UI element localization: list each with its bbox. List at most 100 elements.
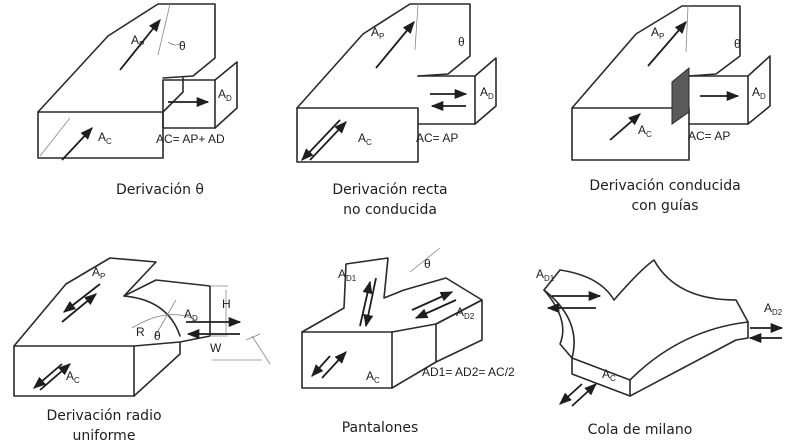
main-duct-top-face bbox=[37, 3, 216, 113]
main-duct-top-face bbox=[301, 257, 483, 333]
label-ad1: AD1 bbox=[338, 267, 357, 283]
main-duct-side-edge bbox=[133, 341, 181, 397]
label-w: W bbox=[210, 341, 222, 355]
theta-ref-line bbox=[414, 3, 419, 51]
dovetail-side-edge bbox=[629, 321, 749, 397]
label-ac: AC bbox=[98, 130, 112, 146]
dovetail-back-edge bbox=[543, 289, 573, 359]
caption-line: Derivación conducida bbox=[589, 178, 741, 194]
caption-line: con guías bbox=[631, 198, 699, 214]
theta-ref-line bbox=[409, 247, 441, 273]
panel-derivacion-conducida: AP θ AD AC AC= AP bbox=[571, 5, 771, 161]
label-theta: θ bbox=[179, 39, 186, 53]
panel-derivacion-theta: AP θ AD AC AC= AP+ AD bbox=[37, 3, 238, 161]
area-equation: AC= AP+ AD bbox=[156, 132, 225, 146]
main-duct-front-face bbox=[571, 107, 690, 161]
branch-box bbox=[417, 57, 497, 125]
arrow-ac bbox=[609, 113, 641, 141]
caption-derivacion-radio: Derivación radio uniforme bbox=[14, 406, 194, 446]
arrow-ap bbox=[119, 19, 161, 71]
area-equation: AC= AP bbox=[688, 129, 730, 143]
main-duct-side-edge bbox=[162, 77, 184, 113]
theta-ref-line bbox=[157, 3, 171, 56]
caption-line: Derivación recta bbox=[332, 182, 448, 198]
inner-radius-curve bbox=[123, 295, 181, 337]
label-theta: θ bbox=[458, 35, 465, 49]
height-dimension bbox=[210, 285, 228, 337]
caption-derivacion-conducida: Derivación conducida con guías bbox=[560, 176, 770, 216]
arrow-ac-out bbox=[301, 119, 341, 161]
label-ad2: AD2 bbox=[456, 305, 475, 321]
caption-derivacion-theta: Derivación θ bbox=[60, 180, 260, 200]
arrow-ac bbox=[61, 127, 93, 161]
area-equation: AC= AP bbox=[416, 131, 458, 145]
label-ap: AP bbox=[651, 25, 664, 41]
label-ac: AC bbox=[366, 369, 380, 385]
caption-derivacion-recta: Derivación recta no conducida bbox=[290, 180, 490, 220]
label-ad: AD bbox=[184, 307, 198, 323]
label-ac: AC bbox=[66, 369, 80, 385]
caption-cola-de-milano: Cola de milano bbox=[560, 420, 720, 440]
panel-derivacion-radio: AP R θ AD H W AC bbox=[13, 257, 271, 397]
arrow-ac-in bbox=[321, 351, 347, 379]
caption-line: no conducida bbox=[343, 202, 437, 218]
label-r: R bbox=[136, 325, 145, 339]
w-detail bbox=[245, 333, 271, 365]
label-ad2: AD2 bbox=[764, 301, 783, 317]
label-ad: AD bbox=[218, 87, 232, 103]
arrow-ap-in bbox=[61, 293, 97, 323]
label-theta: θ bbox=[424, 257, 431, 271]
turning-vane-guide bbox=[671, 66, 690, 125]
label-ap: AP bbox=[92, 265, 105, 281]
arrow-ac-out bbox=[33, 363, 63, 389]
label-ap: AP bbox=[371, 25, 384, 41]
dovetail-top-face bbox=[543, 259, 749, 381]
theta-arc bbox=[167, 41, 183, 46]
label-ac: AC bbox=[602, 367, 616, 383]
main-duct-front-face bbox=[296, 107, 419, 163]
branch-box bbox=[688, 55, 771, 125]
theta-ref-line bbox=[685, 5, 689, 53]
label-ac: AC bbox=[358, 131, 372, 147]
arrow-ap-out bbox=[63, 283, 101, 313]
caption-line: Derivación θ bbox=[116, 182, 204, 198]
main-duct-front-face bbox=[571, 357, 631, 397]
arrow-ac-in bbox=[39, 363, 71, 391]
arrow-ad2-in bbox=[414, 299, 457, 319]
label-h: H bbox=[222, 297, 231, 311]
label-theta: θ bbox=[154, 329, 161, 343]
label-ap: AP bbox=[131, 33, 144, 49]
main-duct-top-face bbox=[296, 3, 471, 109]
panel-pantalones: AD1 θ AD2 AC AD1= AD2= AC/2 bbox=[301, 247, 515, 389]
arrow-ad2-out bbox=[411, 291, 454, 311]
hatch-line bbox=[39, 117, 71, 157]
label-theta: θ bbox=[734, 37, 741, 51]
label-ad: AD bbox=[752, 85, 766, 101]
arrow-ad1-down bbox=[363, 277, 377, 328]
arrow-ad1-up bbox=[359, 280, 373, 327]
label-ad: AD bbox=[480, 85, 494, 101]
branch-box bbox=[391, 299, 483, 389]
caption-line: Cola de milano bbox=[587, 422, 693, 438]
arrow-ac-out bbox=[559, 383, 583, 405]
caption-line: Pantalones bbox=[341, 420, 419, 436]
arrow-ap bbox=[647, 21, 687, 67]
caption-line: Derivación radio bbox=[46, 408, 162, 424]
panel-derivacion-recta: AP θ AD AC AC= AP bbox=[296, 3, 497, 163]
arrow-ac-out bbox=[311, 355, 331, 377]
main-duct-top-face bbox=[571, 5, 741, 109]
arrow-ap bbox=[375, 21, 415, 69]
label-ac: AC bbox=[638, 123, 652, 139]
caption-line: uniforme bbox=[72, 428, 136, 444]
radius-line bbox=[153, 299, 177, 339]
main-duct-front-face bbox=[37, 111, 164, 159]
panel-cola-de-milano: AD1 AD2 AC bbox=[536, 259, 784, 407]
main-duct-top-face bbox=[13, 257, 211, 347]
arrow-ac-in bbox=[309, 121, 347, 161]
label-ad1: AD1 bbox=[536, 267, 555, 283]
radius-arc bbox=[131, 314, 197, 329]
caption-pantalones: Pantalones bbox=[300, 418, 460, 438]
arrow-ac-in bbox=[571, 383, 597, 407]
